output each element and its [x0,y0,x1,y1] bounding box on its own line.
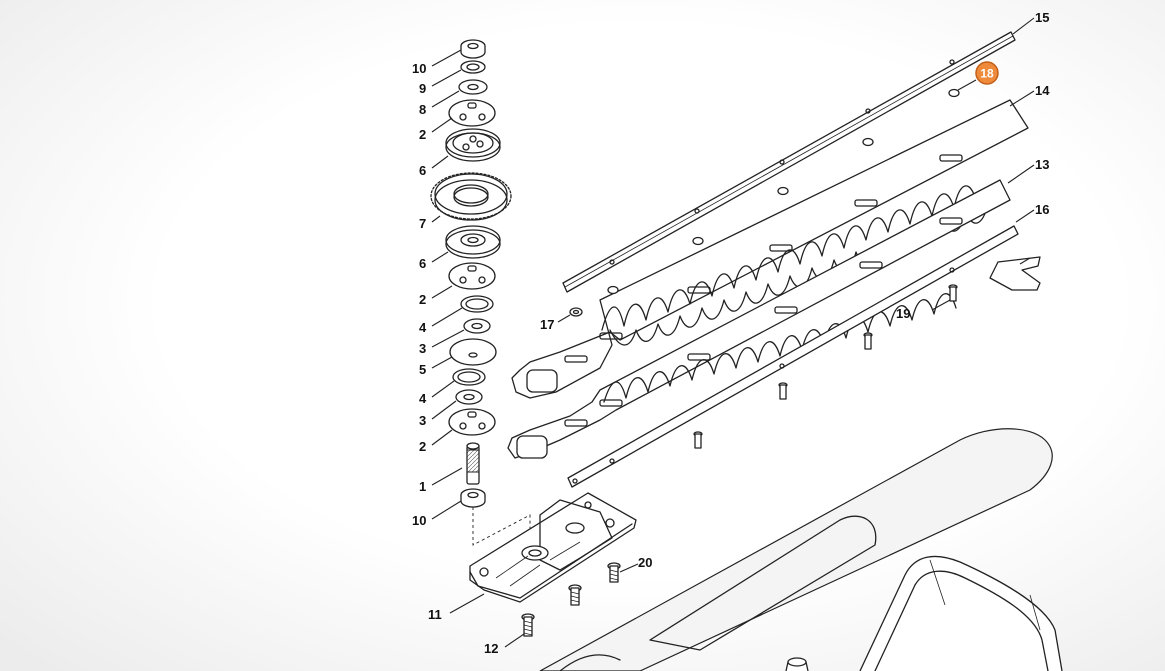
handle-guard [859,555,1063,671]
nuts-row [607,137,874,295]
ring-3b[interactable] [455,389,483,405]
ring-4a[interactable] [460,295,494,313]
callout-16: 16 [1035,202,1049,217]
callout-9: 9 [419,81,426,96]
callout-8: 8 [419,102,426,117]
callout-20: 20 [638,555,652,570]
callout-10-top: 10 [412,61,426,76]
callout-2-third: 2 [419,439,426,454]
callout-11: 11 [428,607,442,622]
callout-labels: 10 9 8 2 6 7 6 2 4 3 5 4 3 2 1 10 11 12 … [412,10,1050,656]
callout-2-first: 2 [419,127,426,142]
callout-13: 13 [1035,157,1049,172]
assembly-guide [472,507,531,548]
slotted-plate-2b[interactable] [448,262,496,290]
callout-4-second: 4 [419,391,427,406]
callout-18-highlighted[interactable]: 18 [975,61,999,85]
screw-20-b[interactable] [568,584,582,606]
gear-housing[interactable] [469,492,637,603]
callout-14: 14 [1035,83,1050,98]
screws-19[interactable] [693,284,958,449]
disk-5[interactable] [449,338,497,366]
callout-3-second: 3 [419,413,426,428]
lower-blade-13[interactable] [507,179,1011,459]
callout-6-first: 6 [419,163,426,178]
callout-10-bottom: 10 [412,513,426,528]
guide-bar-15[interactable] [562,31,1016,293]
screw-20-a[interactable] [607,562,621,583]
ring-3a[interactable] [463,318,491,334]
thick-disk-6a[interactable] [445,128,501,162]
leader-lines [431,17,1035,648]
callout-6-second: 6 [419,256,426,271]
callout-1: 1 [419,479,426,494]
callout-4-first: 4 [419,320,427,335]
shaft-1[interactable] [466,442,480,485]
ring-4b[interactable] [452,368,486,386]
end-cap[interactable] [989,256,1041,291]
callout-17: 17 [540,317,554,332]
callout-12: 12 [484,641,498,656]
callout-3-first: 3 [419,341,426,356]
thick-disk-6b[interactable] [445,225,501,259]
ring-9[interactable] [460,60,486,74]
callout-19: 19 [896,306,910,321]
washer-8[interactable] [458,79,488,95]
nut-17[interactable] [569,307,583,317]
callout-2-second: 2 [419,292,426,307]
highlight-marker[interactable] [975,61,999,85]
gear-7[interactable] [430,172,512,221]
bearing-bottom[interactable] [460,488,486,508]
strip-16[interactable] [567,225,1019,488]
nut-18-a[interactable] [948,88,960,98]
bearing-top[interactable] [460,39,486,59]
gear-stack [430,39,531,548]
callout-5: 5 [419,362,426,377]
callout-15: 15 [1035,10,1049,25]
slotted-plate-2a[interactable] [448,99,496,127]
slotted-plate-2c[interactable] [448,408,496,436]
blade-cover [539,428,1053,671]
callout-18-label: 18 [980,67,994,81]
screw-12[interactable] [521,613,535,637]
callout-7: 7 [419,216,426,231]
knob [785,657,809,671]
